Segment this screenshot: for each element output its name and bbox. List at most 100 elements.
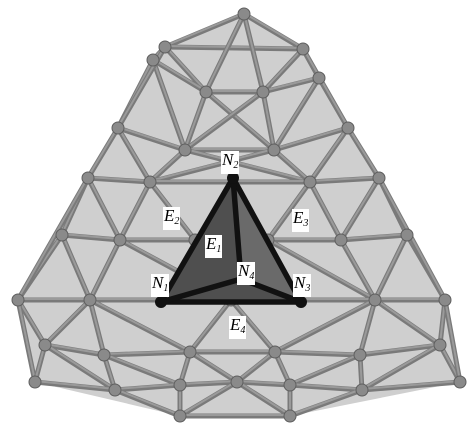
label-n2-sub: 2: [233, 160, 239, 171]
mesh-rod-highlight-105: [17, 176, 89, 300]
mesh-rod-highlight-35: [87, 176, 121, 240]
mesh-node-h7: [453, 375, 467, 389]
mesh-node-i1: [173, 409, 187, 423]
mesh-node-d3: [303, 175, 317, 189]
mesh-node-e5: [334, 233, 348, 247]
mesh-rod-highlight-30: [347, 126, 380, 178]
mesh-rod-highlight-71: [44, 343, 105, 355]
mesh-rod-highlight-93: [236, 380, 291, 385]
mesh-rod-highlight-96: [114, 388, 181, 416]
mesh-rod-highlight-16: [184, 90, 264, 150]
mesh-rod-highlight-85: [289, 353, 361, 385]
mesh-rod-highlight-20: [117, 126, 186, 150]
mesh-rod-highlight-17: [262, 90, 275, 150]
label-e4-main: E: [230, 315, 241, 334]
label-n4: N4: [237, 262, 256, 285]
label-e1: E1: [205, 234, 223, 258]
mesh-node-e6: [400, 228, 414, 242]
mesh-node-b3: [256, 85, 270, 99]
mesh-node-b2: [199, 85, 213, 99]
label-n3: N3: [293, 273, 312, 297]
mesh-nodes: [11, 7, 467, 423]
mesh-node-h5: [283, 378, 297, 392]
label-e3-sub: 3: [303, 218, 309, 229]
mesh-rod-highlight-101: [289, 388, 363, 416]
mesh-node-g5: [353, 348, 367, 362]
tetra-face-bottom: [161, 279, 301, 302]
label-n3-main: N: [294, 273, 306, 292]
mesh-rod-highlight-13: [152, 58, 186, 150]
mesh-rod-highlight-61: [17, 298, 46, 345]
label-n4-sub: 4: [249, 271, 255, 282]
mesh-node-g2: [97, 348, 111, 362]
mesh-node-c1: [111, 121, 125, 135]
mesh-rod-highlight-91: [114, 383, 181, 390]
mesh-rod-highlight-82: [189, 350, 238, 382]
label-e3: E3: [292, 209, 310, 232]
node-n2: [227, 172, 239, 184]
mesh-node-d2: [143, 175, 157, 189]
mesh-rod-highlight-6: [243, 12, 264, 92]
mesh-rod-highlight-62: [44, 298, 91, 345]
edge-n2-n3: [230, 175, 304, 305]
mesh-rod-highlight-69: [374, 298, 441, 345]
mesh-node-g4: [268, 345, 282, 359]
mesh-node-b1: [146, 53, 160, 67]
mesh-rod-highlight-23: [87, 126, 119, 178]
mesh-rod-highlight-53: [267, 238, 376, 300]
mesh-rod-highlight-27: [149, 148, 275, 182]
mesh-rod-highlight-83: [236, 350, 276, 382]
mesh-rod-highlight-5: [205, 12, 245, 92]
mesh-rod-highlight-11: [262, 76, 320, 92]
mesh-node-g1: [38, 338, 52, 352]
mesh-rod-highlight-2: [164, 45, 304, 49]
mesh-rod-highlight-90: [34, 380, 116, 390]
mesh-rod-highlight-63: [89, 298, 105, 355]
mesh-node-d1: [81, 171, 95, 185]
mesh-rod-highlight-66: [230, 298, 276, 352]
mesh-node-f1: [11, 293, 25, 307]
mesh-rod-highlight-54: [340, 238, 376, 300]
mesh-rod-highlight-25: [149, 148, 186, 182]
mesh-rod-highlight-55: [374, 233, 408, 300]
mesh-rod-highlight-33: [309, 176, 380, 182]
mesh-rod-highlight-75: [359, 343, 441, 355]
mesh-rod-highlight-74: [274, 350, 361, 355]
mesh-node-a1: [158, 40, 172, 54]
mesh-node-f4: [368, 293, 382, 307]
mesh-node-h4: [230, 375, 244, 389]
mesh-node-f5: [438, 293, 452, 307]
mesh-node-h1: [28, 375, 42, 389]
mesh-rod-highlight-72: [103, 350, 191, 355]
mesh-rod-highlight-26: [184, 148, 311, 182]
mesh-rod-highlight-92: [179, 380, 238, 385]
mesh-rod-highlight-7: [262, 47, 304, 92]
mesh-node-h3: [173, 378, 187, 392]
label-e2: E2: [163, 207, 181, 230]
edge-n1-n2: [158, 175, 236, 305]
edge-n1-n4: [158, 276, 244, 305]
label-n2-main: N: [222, 150, 234, 169]
mesh-node-c3: [267, 143, 281, 157]
mesh-rod-highlight-78: [44, 343, 116, 390]
mesh-rod-highlight-89: [444, 298, 461, 382]
mesh-rod-highlight-48: [61, 233, 91, 300]
mesh-node-g3: [183, 345, 197, 359]
mesh-rod-highlight-67: [274, 298, 376, 352]
mesh-rod-highlight-87: [361, 343, 441, 390]
mesh-rod-highlight-46: [340, 233, 408, 240]
mesh-rod-highlight-39: [309, 180, 342, 240]
mesh-rod-highlight-24: [117, 126, 151, 182]
label-e1-main: E: [206, 234, 217, 253]
mesh-rod-highlight-98: [179, 380, 238, 416]
mesh-rod-highlight-76: [17, 298, 36, 382]
mesh-rod-highlight-38: [267, 180, 311, 240]
mesh-rod-highlight-42: [61, 233, 121, 240]
mesh-rod-highlight-18: [273, 76, 320, 150]
mesh-rod-highlight-0: [164, 12, 245, 47]
label-n1: N1: [151, 274, 170, 297]
label-n2: N2: [221, 150, 240, 174]
mesh-rod-highlight-36: [119, 180, 151, 240]
mesh-node-c2: [178, 143, 192, 157]
